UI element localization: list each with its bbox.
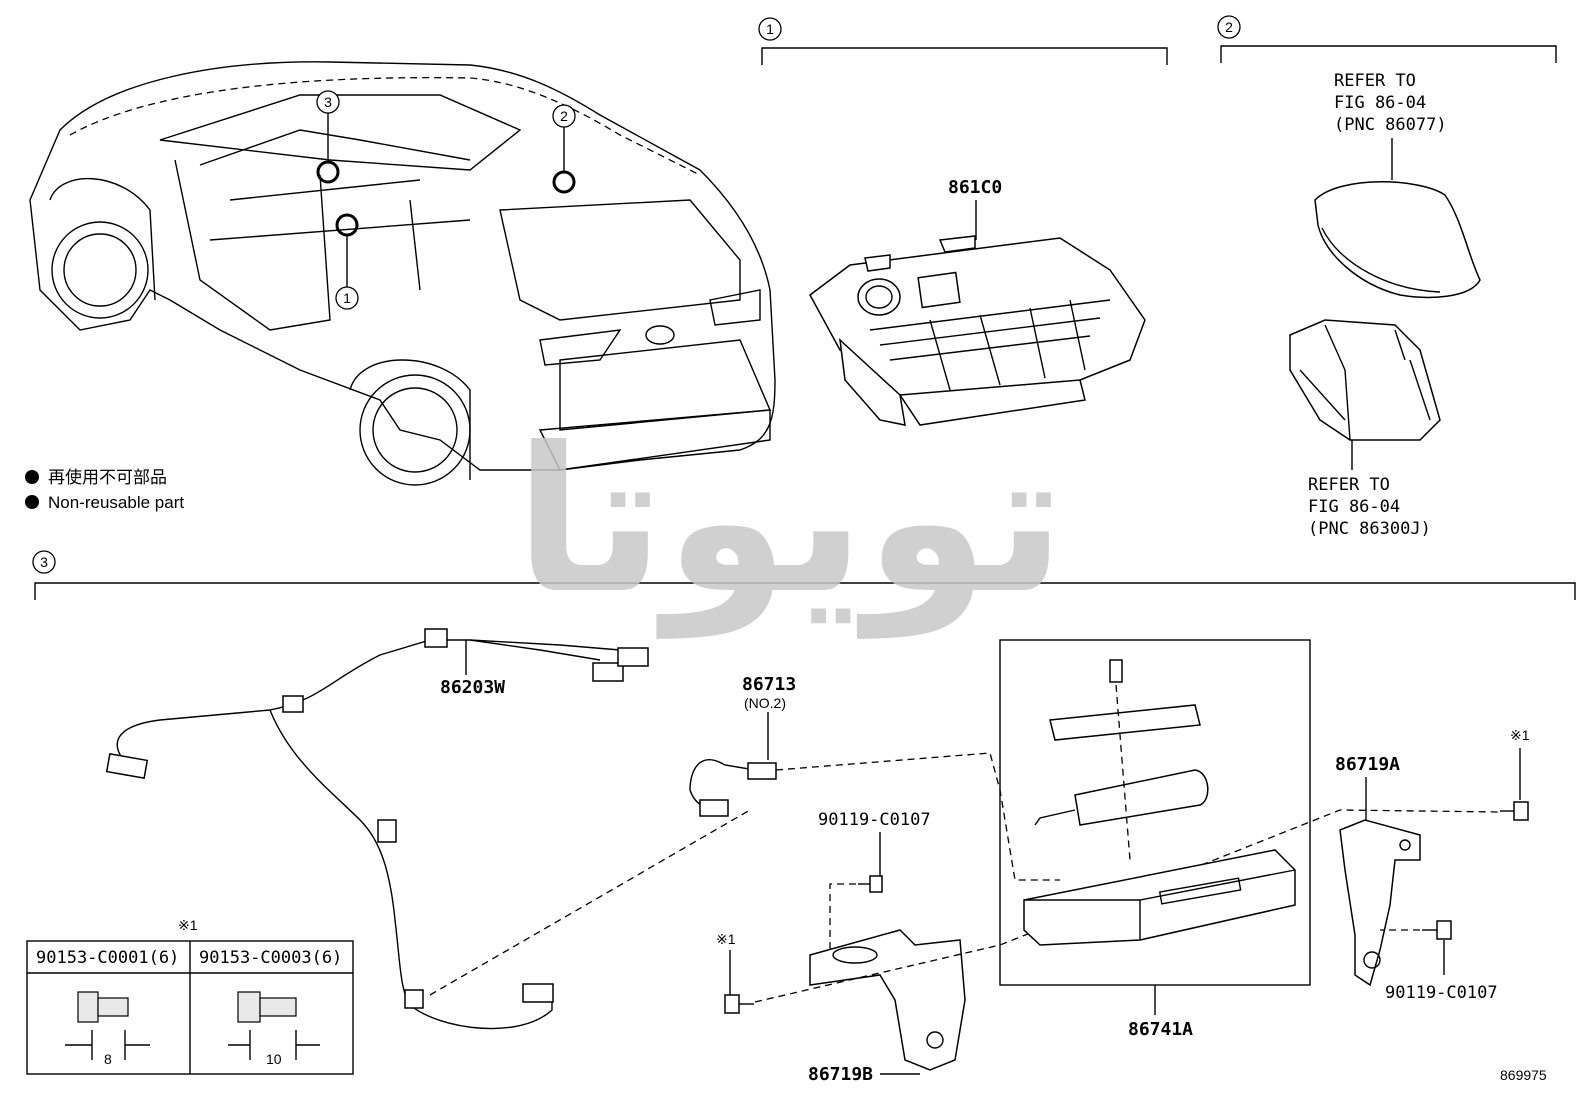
table-col1-header: 90153-C0001(6) [36,948,179,968]
label-86741A: 86741A [1128,1019,1193,1040]
label-86719B: 86719B [808,1064,873,1085]
bolt-left [724,994,754,1014]
connector-86713 [689,759,777,817]
label-86203W: 86203W [440,677,505,698]
shark-fin-antenna [1314,181,1481,299]
bolt-8-icon [65,991,150,1060]
display-unit-861C0 [809,235,1146,426]
callout-3-vehicle: 3 [316,90,340,114]
mark-right: ※1 [1510,727,1530,743]
bracket-86719B [809,929,966,1071]
svg-text:3: 3 [324,94,332,110]
mark-left: ※1 [716,931,736,947]
label-90119-right: 90119-C0107 [1385,983,1498,1003]
refer-2-line2: FIG 86-04 [1308,497,1400,517]
antenna-amplifier [1289,319,1441,441]
bolt-spec-table: 90153-C0001(6) 90153-C0003(6) 8 10 [26,940,354,1075]
figure-number: 869975 [1500,1067,1547,1083]
label-90119-top: 90119-C0107 [818,810,931,830]
label-86713: 86713 [742,674,796,695]
section-2: 2 REFER TO FIG 86-04 (PNC 86077) REFER T… [1217,15,1557,539]
table-col2-header: 90153-C0003(6) [199,948,342,968]
callout-2-vehicle: 2 [552,104,576,128]
section-1: 1 861C0 [758,17,1168,426]
amplifier-86741A [1023,659,1296,946]
table-dim-10: 10 [266,1051,282,1067]
non-reusable-dot-icon [25,495,39,509]
non-reusable-dot-icon [25,470,39,484]
label-86713-no2: (NO.2) [744,695,786,711]
label-861C0: 861C0 [948,177,1002,198]
bolt-right-top [1500,801,1529,821]
vehicle-illustration [29,61,776,486]
refer-1-line3: (PNC 86077) [1334,115,1447,135]
refer-2-line1: REFER TO [1308,475,1390,495]
svg-text:1: 1 [766,21,774,37]
svg-text:2: 2 [1225,19,1233,35]
refer-1-line2: FIG 86-04 [1334,93,1426,113]
callout-1-vehicle: 1 [335,286,359,310]
refer-1-line1: REFER TO [1334,71,1416,91]
bolt-90119-top [858,875,883,893]
legend-jp: 再使用不可部品 [48,467,167,487]
label-86719A: 86719A [1335,754,1400,775]
legend: 再使用不可部品 Non-reusable part [25,467,184,512]
bracket-86719A [1339,819,1421,987]
bolt-10-icon [228,991,320,1060]
table-dim-8: 8 [104,1051,112,1067]
svg-text:2: 2 [560,108,568,124]
refer-2-line3: (PNC 86300J) [1308,519,1431,539]
bolt-90119-right [1422,920,1452,940]
svg-text:3: 3 [40,554,48,570]
mark-table: ※1 [178,917,198,933]
section-3: 3 86203W 86713 (NO.2) [26,550,1576,1085]
svg-text:1: 1 [343,290,351,306]
legend-en: Non-reusable part [48,493,184,512]
wire-harness-86203W [105,628,649,1030]
watermark-logo: تویوتا [514,405,1065,639]
